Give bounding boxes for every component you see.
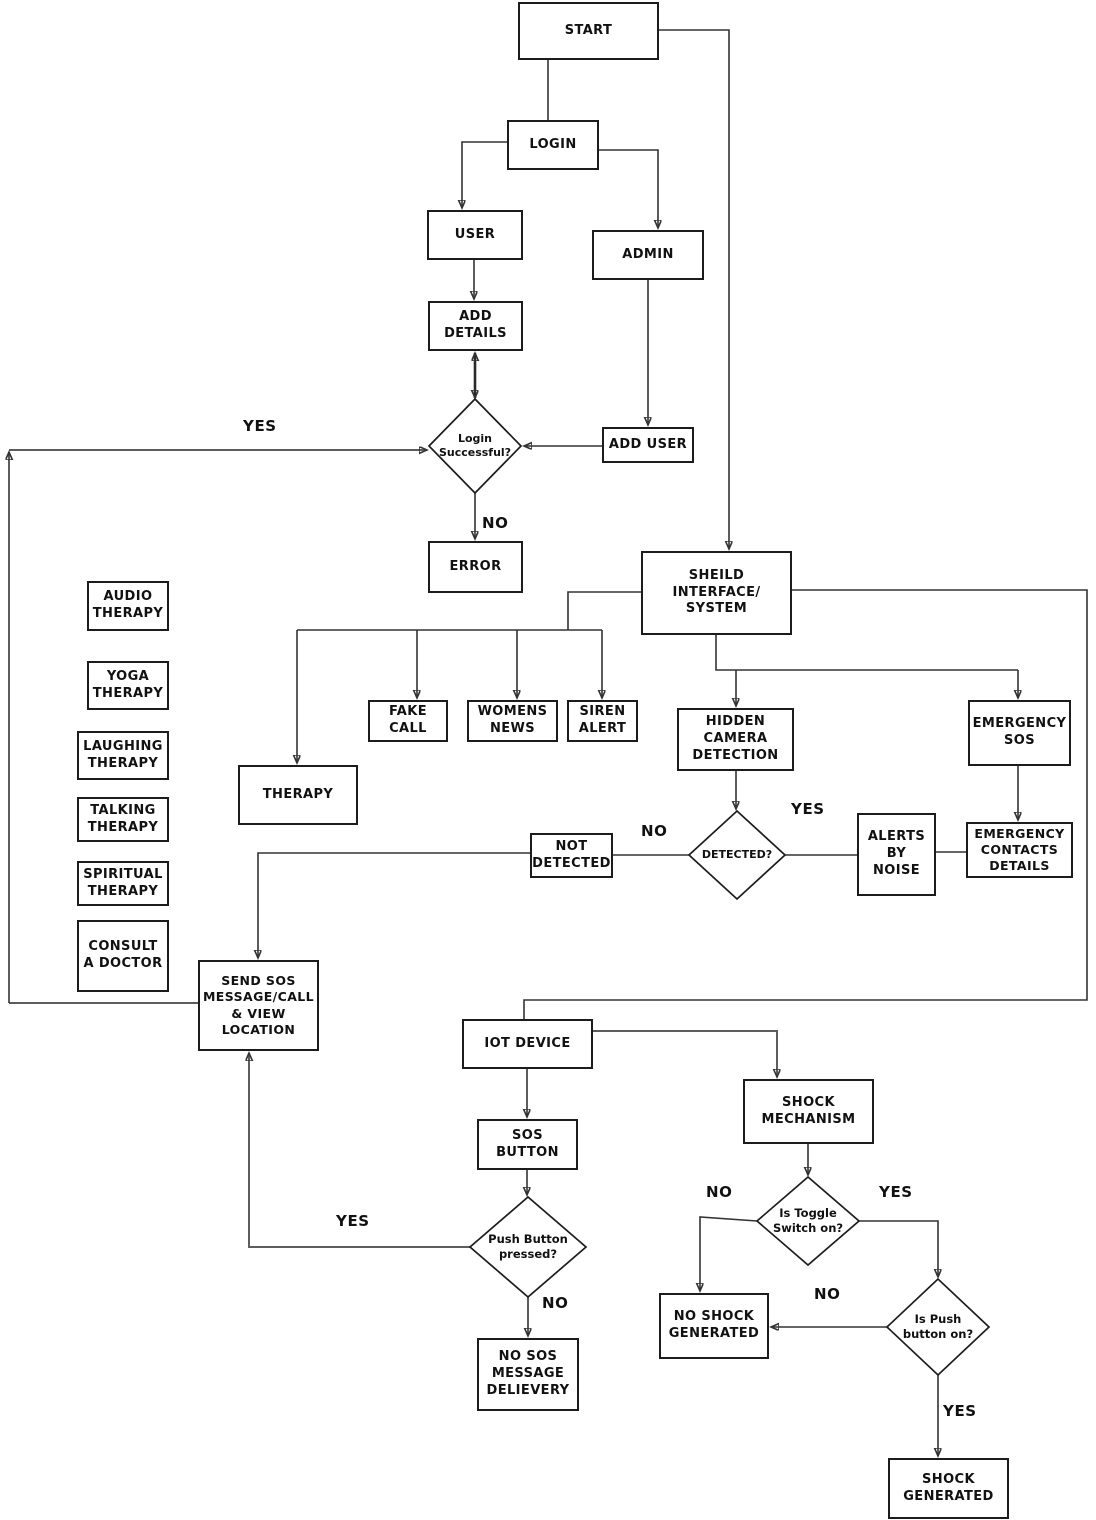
- decision-is-push-button: [885, 1277, 991, 1377]
- node-add-details-label: ADD DETAILS: [444, 309, 507, 341]
- node-emergency-contacts-details: EMERGENCY CONTACTS DETAILS: [966, 822, 1073, 878]
- node-audio-therapy: AUDIO THERAPY: [87, 581, 169, 631]
- edge-login-admin: [598, 149, 658, 228]
- edge-label-ispush-yes: YES: [943, 1402, 977, 1420]
- node-yoga-therapy-label: YOGA THERAPY: [92, 668, 164, 701]
- decision-detected-label: DETECTED?: [701, 847, 773, 861]
- node-talking-therapy: TALKING THERAPY: [77, 797, 169, 842]
- edge-label-push-yes: YES: [336, 1212, 370, 1230]
- node-spiritual-therapy-label: SPIRITUAL THERAPY: [83, 866, 163, 899]
- node-admin-label: ADMIN: [622, 246, 674, 262]
- node-womens-news-label: WOMENS NEWS: [477, 704, 548, 736]
- node-shock-generated: SHOCK GENERATED: [888, 1458, 1009, 1519]
- node-no-shock-generated-label: NO SHOCK GENERATED: [668, 1309, 760, 1341]
- edge-label-toggle-no: NO: [706, 1183, 733, 1201]
- node-consult-doctor: CONSULT A DOCTOR: [77, 920, 169, 992]
- node-not-detected-label: NOT DETECTED: [532, 838, 611, 871]
- node-start: START: [518, 2, 659, 60]
- decision-login-successful-label: Login Successful?: [438, 431, 512, 459]
- node-sheild-interface: SHEILD INTERFACE/ SYSTEM: [641, 551, 792, 635]
- node-no-shock-generated: NO SHOCK GENERATED: [659, 1293, 769, 1359]
- node-login: LOGIN: [507, 120, 599, 170]
- node-send-sos: SEND SOS MESSAGE/CALL & VIEW LOCATION: [198, 960, 319, 1051]
- node-iot-device: IOT DEVICE: [462, 1019, 593, 1069]
- decision-login-successful: [427, 397, 523, 495]
- node-emergency-sos: EMERGENCY SOS: [968, 700, 1071, 766]
- edge-label-detected-yes: YES: [791, 800, 825, 818]
- node-yoga-therapy: YOGA THERAPY: [87, 661, 169, 710]
- node-audio-therapy-label: AUDIO THERAPY: [92, 589, 164, 621]
- decision-push-button-pressed-label: Push Button pressed?: [488, 1232, 568, 1261]
- decision-detected: [687, 809, 787, 901]
- node-alerts-by-noise-label: ALERTS BY NOISE: [867, 829, 926, 878]
- node-siren-alert: SIREN ALERT: [567, 700, 638, 742]
- edge-start-sheild: [659, 29, 729, 549]
- edge-login-user: [462, 141, 507, 208]
- edge-sheild-featurebus: [567, 591, 641, 630]
- node-sos-button: SOS BUTTON: [477, 1119, 578, 1170]
- decision-toggle-switch: [755, 1175, 861, 1267]
- node-emergency-contacts-details-label: EMERGENCY CONTACTS DETAILS: [974, 825, 1065, 874]
- node-fake-call-label: FAKE CALL: [388, 704, 427, 736]
- node-admin: ADMIN: [592, 230, 704, 280]
- node-shock-generated-label: SHOCK GENERATED: [903, 1471, 994, 1504]
- edge-toggle-yes-ispush: [859, 1220, 938, 1277]
- node-womens-news: WOMENS NEWS: [467, 700, 558, 742]
- node-laughing-therapy-label: LAUGHING THERAPY: [83, 738, 163, 771]
- node-sos-button-label: SOS BUTTON: [496, 1127, 559, 1160]
- edge-notdetected-sendsos: [258, 852, 530, 958]
- node-start-label: START: [564, 22, 613, 38]
- edge-label-detected-no: NO: [641, 822, 668, 840]
- node-error: ERROR: [428, 541, 523, 593]
- decision-is-push-button-label: Is Push button on?: [902, 1312, 974, 1341]
- edge-iot-shockmech: [593, 1030, 777, 1077]
- decision-push-button-pressed: [468, 1195, 588, 1299]
- node-emergency-sos-label: EMERGENCY SOS: [972, 716, 1067, 748]
- node-laughing-therapy: LAUGHING THERAPY: [77, 731, 169, 780]
- node-add-user: ADD USER: [602, 427, 694, 463]
- node-iot-device-label: IOT DEVICE: [484, 1035, 571, 1051]
- edge-sheild-bottombus: [715, 635, 1018, 671]
- edge-label-ispush-no: NO: [814, 1285, 841, 1303]
- node-shock-mechanism: SHOCK MECHANISM: [743, 1079, 874, 1144]
- node-login-label: LOGIN: [529, 136, 577, 152]
- node-shock-mechanism-label: SHOCK MECHANISM: [761, 1094, 856, 1127]
- node-fake-call: FAKE CALL: [368, 700, 448, 742]
- node-consult-doctor-label: CONSULT A DOCTOR: [83, 939, 163, 971]
- node-error-label: ERROR: [449, 558, 502, 574]
- node-user: USER: [427, 210, 523, 260]
- node-add-details: ADD DETAILS: [428, 301, 523, 351]
- node-alerts-by-noise: ALERTS BY NOISE: [857, 813, 936, 896]
- node-send-sos-label: SEND SOS MESSAGE/CALL & VIEW LOCATION: [202, 973, 315, 1037]
- node-talking-therapy-label: TALKING THERAPY: [87, 802, 159, 835]
- node-siren-alert-label: SIREN ALERT: [578, 704, 627, 736]
- node-therapy-label: THERAPY: [262, 786, 334, 802]
- edge-push-yes-sendsos: [249, 1053, 470, 1248]
- edge-label-toggle-yes: YES: [879, 1183, 913, 1201]
- node-therapy: THERAPY: [238, 765, 358, 825]
- edge-label-login-yes: YES: [243, 417, 277, 435]
- edge-sheild-iot: [523, 589, 1088, 1019]
- node-hidden-camera-detection-label: HIDDEN CAMERA DETECTION: [692, 714, 779, 763]
- node-add-user-label: ADD USER: [608, 436, 688, 452]
- node-not-detected: NOT DETECTED: [530, 833, 613, 878]
- edge-label-login-no: NO: [482, 514, 509, 532]
- edge-label-push-no: NO: [542, 1294, 569, 1312]
- node-spiritual-therapy: SPIRITUAL THERAPY: [77, 861, 169, 906]
- node-no-sos-message-label: NO SOS MESSAGE DELIEVERY: [486, 1349, 570, 1398]
- node-user-label: USER: [454, 226, 496, 242]
- node-no-sos-message: NO SOS MESSAGE DELIEVERY: [477, 1338, 579, 1411]
- edge-toggle-no-noshock: [700, 1216, 758, 1291]
- node-sheild-interface-label: SHEILD INTERFACE/ SYSTEM: [672, 567, 761, 617]
- decision-toggle-switch-label: Is Toggle Switch on?: [772, 1206, 844, 1235]
- node-hidden-camera-detection: HIDDEN CAMERA DETECTION: [677, 708, 794, 771]
